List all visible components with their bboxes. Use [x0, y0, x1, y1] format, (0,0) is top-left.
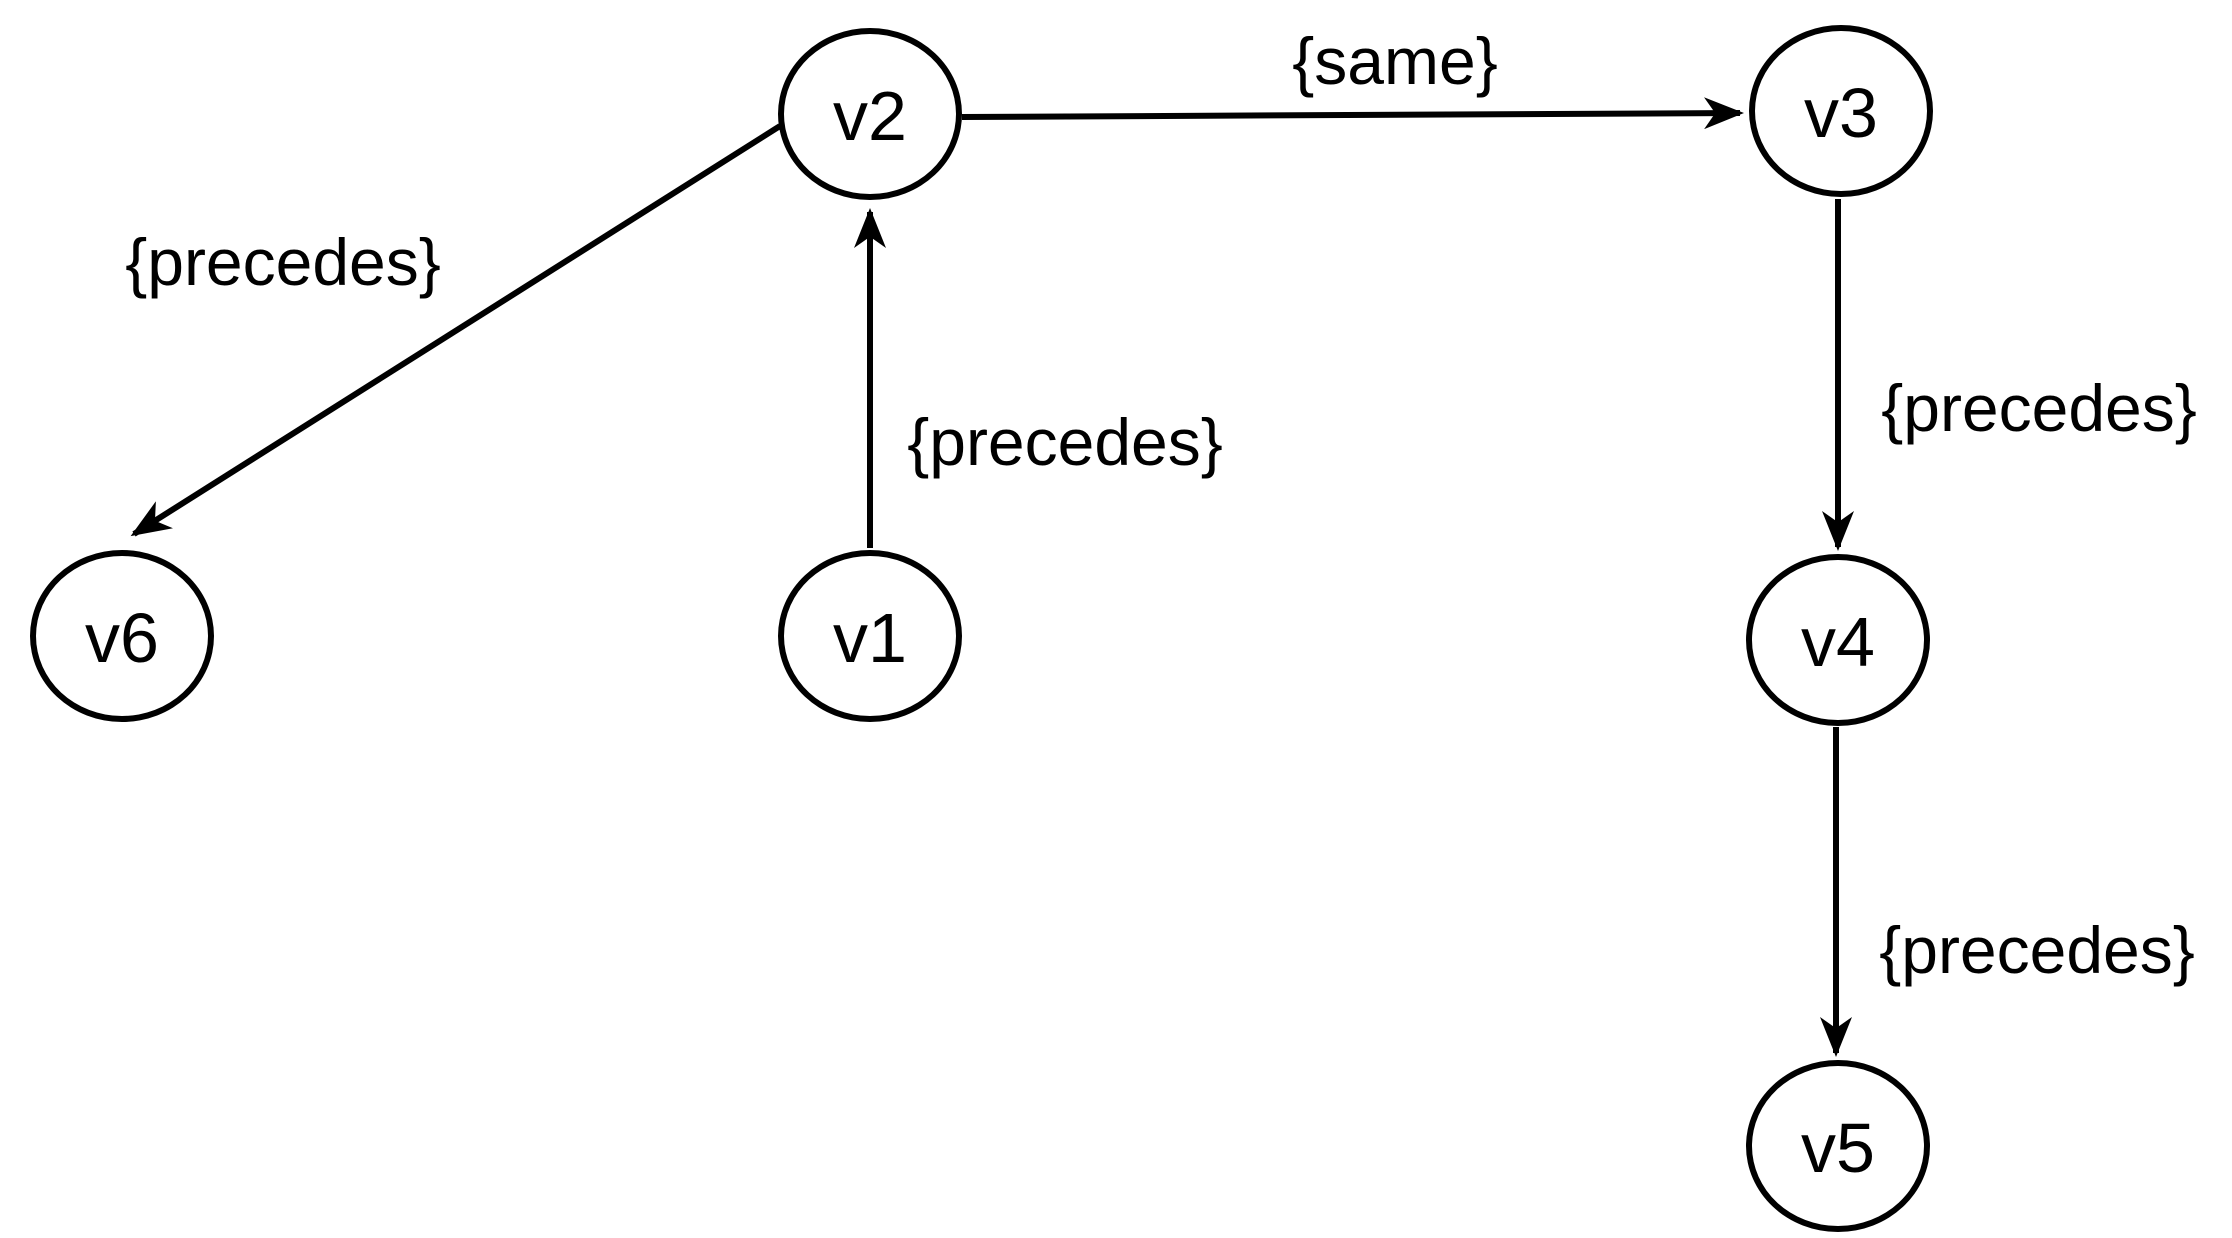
edge-label-v2-v3: {same} — [1292, 24, 1498, 98]
edge-label-v2-v6: {precedes} — [125, 225, 441, 299]
node-v3-label: v3 — [1804, 74, 1878, 152]
node-v1: v1 — [778, 550, 962, 722]
edge-label-v4-v5: {precedes} — [1879, 913, 2195, 987]
node-v4: v4 — [1746, 554, 1930, 726]
node-v5: v5 — [1746, 1060, 1930, 1232]
node-v2-label: v2 — [833, 77, 907, 155]
node-v4-label: v4 — [1801, 603, 1875, 681]
edge-v2-v3 — [961, 97, 1744, 130]
node-v6-label: v6 — [85, 599, 159, 677]
edge-label-v3-v4: {precedes} — [1881, 371, 2197, 445]
node-v2: v2 — [778, 28, 962, 200]
edge-v2-v6 — [130, 123, 782, 537]
node-v5-label: v5 — [1801, 1109, 1875, 1187]
node-v1-label: v1 — [833, 599, 907, 677]
node-v6: v6 — [30, 550, 214, 722]
node-v3: v3 — [1749, 25, 1933, 197]
edge-label-v1-v2: {precedes} — [907, 405, 1223, 479]
